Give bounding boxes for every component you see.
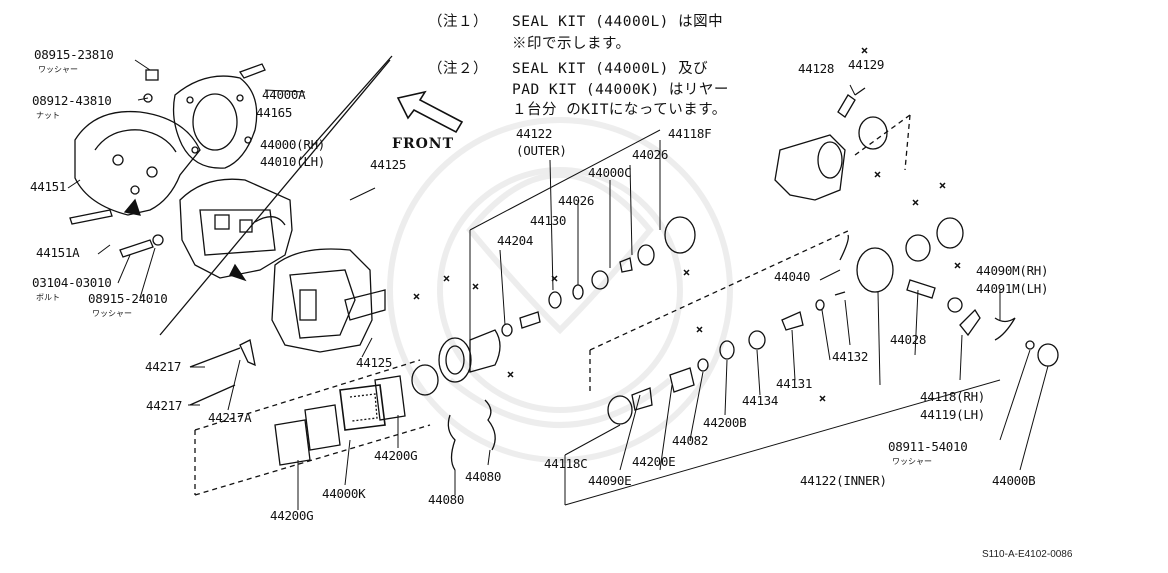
part-44151a: 44151A: [36, 245, 80, 260]
part-44000c: 44000C: [588, 165, 632, 180]
part-44132: 44132: [832, 349, 869, 364]
brake-pads-drawing: [274, 375, 406, 466]
part-44091m-lh: 44091M(LH): [976, 281, 1049, 296]
part-44217-upper: 44217: [145, 359, 182, 374]
part-44090e: 44090E: [588, 473, 632, 488]
part-44165: 44165: [256, 105, 293, 120]
part-44082: 44082: [672, 433, 709, 448]
upper-right-dashed-box: [854, 114, 911, 171]
washer-annotation-2: ワッシャー: [92, 309, 132, 318]
part-44028: 44028: [890, 332, 927, 347]
part-44026-upper: 44026: [632, 147, 669, 162]
caliper-housing-drawing: [774, 87, 888, 201]
lower-right-dashed-box: [589, 229, 851, 395]
part-44080-left: 44080: [428, 492, 465, 507]
part-44131: 44131: [776, 376, 813, 391]
part-44000b: 44000B: [992, 473, 1036, 488]
part-44125-top: 44125: [370, 157, 407, 172]
note-2-tag: （注２）: [428, 61, 488, 77]
part-44125-mid: 44125: [356, 355, 393, 370]
note-2-line-3: １台分 のKITになっています。: [512, 102, 727, 118]
nut-annotation: ナット: [36, 111, 60, 120]
part-44122-outer-tag: (OUTER): [516, 143, 567, 158]
adapter-plate-drawing: [172, 63, 266, 169]
part-44200g-lower: 44200G: [270, 508, 314, 523]
seal-kit-markers: [413, 47, 961, 402]
part-44119-lh: 44119(LH): [920, 407, 986, 422]
pad-pins-drawing: [189, 339, 256, 406]
section-divider-lines: [159, 55, 393, 336]
outer-piston-drawing: [411, 216, 696, 396]
note-1-tag: （注１）: [428, 14, 488, 30]
bolt-annotation: ボルト: [36, 293, 60, 302]
part-44200g-upper: 44200G: [374, 448, 418, 463]
watermark-emblem: [387, 117, 733, 463]
washer-annotation-3: ワッシャー: [892, 457, 932, 466]
part-08915-24010: 08915-24010: [88, 291, 168, 306]
front-arrow-icon: [396, 90, 464, 134]
part-44128: 44128: [798, 61, 835, 76]
note-1-line-2: ※印で示します。: [512, 36, 631, 52]
anti-rattle-springs-drawing: [447, 399, 496, 471]
part-44026-lower: 44026: [558, 193, 595, 208]
part-44204: 44204: [497, 233, 534, 248]
caliper-bracket-drawing: [179, 178, 293, 282]
part-44130: 44130: [530, 213, 567, 228]
part-44151: 44151: [30, 179, 67, 194]
bolt-washer-drawings: [69, 69, 164, 258]
part-44000a: 44000A: [262, 87, 306, 102]
leader-lines: [67, 59, 1049, 510]
caliper-body-drawing: [271, 248, 386, 353]
part-44122-outer-number: 44122: [516, 126, 553, 141]
part-44000-rh: 44000(RH): [260, 137, 326, 152]
part-08911-54010: 08911-54010: [888, 439, 968, 454]
part-44217a: 44217A: [208, 410, 252, 425]
part-44000k: 44000K: [322, 486, 366, 501]
note-2-line-1: SEAL KIT (44000L) 及び: [512, 61, 709, 77]
part-44200b: 44200B: [703, 415, 747, 430]
image-reference-code: S110-A-E4102-0086: [982, 549, 1073, 560]
part-44090m-rh: 44090M(RH): [976, 263, 1049, 278]
part-08912-43810: 08912-43810: [32, 93, 112, 108]
dust-shield-drawing: [74, 110, 201, 216]
part-44217-lower: 44217: [146, 398, 183, 413]
part-44134: 44134: [742, 393, 779, 408]
part-44040: 44040: [774, 269, 811, 284]
note-1-line-1: SEAL KIT (44000L) は図中: [512, 14, 724, 30]
part-03104-03010: 03104-03010: [32, 275, 112, 290]
washer-annotation-1: ワッシャー: [38, 65, 78, 74]
part-08915-23810: 08915-23810: [34, 47, 114, 62]
pad-kit-dashed-box: [194, 359, 431, 496]
part-44118f: 44118F: [668, 126, 712, 141]
part-44010-lh: 44010(LH): [260, 154, 326, 169]
part-44129: 44129: [848, 57, 885, 72]
inner-piston-drawing: [607, 217, 1059, 425]
front-direction-label: FRONT: [392, 136, 454, 152]
part-44080-right: 44080: [465, 469, 502, 484]
part-44200e: 44200E: [632, 454, 676, 469]
part-44118-rh: 44118(RH): [920, 389, 986, 404]
part-44122-inner: 44122(INNER): [800, 473, 887, 488]
note-2-line-2: PAD KIT (44000K) はリヤー: [512, 82, 729, 98]
part-44118c: 44118C: [544, 456, 588, 471]
